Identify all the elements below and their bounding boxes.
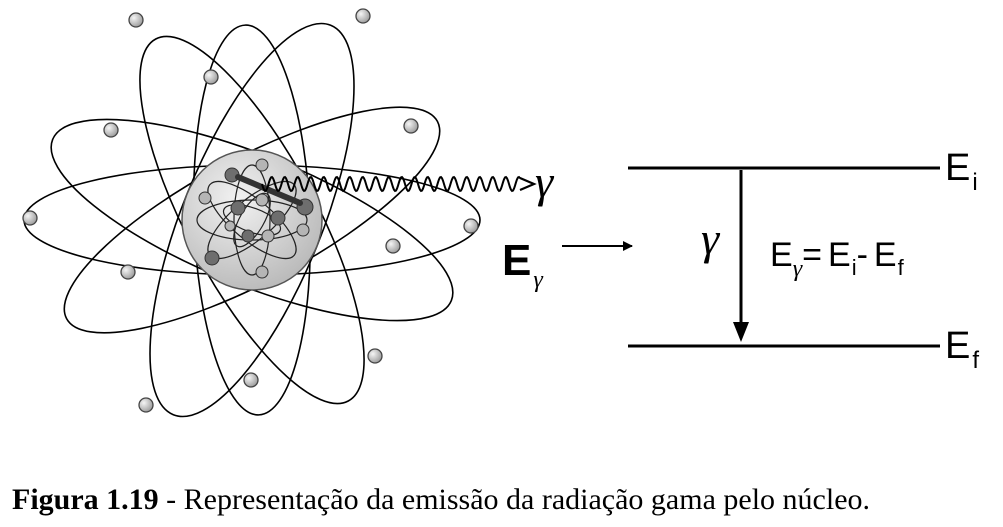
figure-caption: Figura 1.19 - Representação da emissão d… [12,482,870,518]
electron [138,397,154,413]
gamma-ray-arrowhead [519,176,537,192]
incoming-energy-label: Eγ [502,236,543,293]
electron [120,264,136,280]
energy-equation: Eγ=Ei-Ef [770,236,905,282]
electron [463,218,479,234]
caption-label: Figura 1.19 [12,483,159,516]
gamma-ray-wave [261,175,521,193]
nucleus [181,149,323,291]
electrons [22,8,479,413]
transition-arrow-head [733,322,749,342]
emission-gamma-symbol: γ [535,156,555,207]
caption-text: - Representação da emissão da radiação g… [158,483,871,516]
nucleus-transition-arrow [235,174,303,206]
electron [367,348,383,364]
electron [128,12,144,28]
electron [22,210,38,226]
gamma-emission-diagram: γ Eγ Ei Ef γ Eγ=Ei-Ef [22,8,979,418]
electron [203,69,219,85]
electron [103,122,119,138]
electron [355,8,371,24]
electron [385,238,401,254]
electron [403,118,419,134]
final-level-label: Ef [945,325,979,374]
transition-gamma-symbol: γ [701,213,721,264]
electron [243,372,259,388]
initial-level-label: Ei [945,147,978,196]
